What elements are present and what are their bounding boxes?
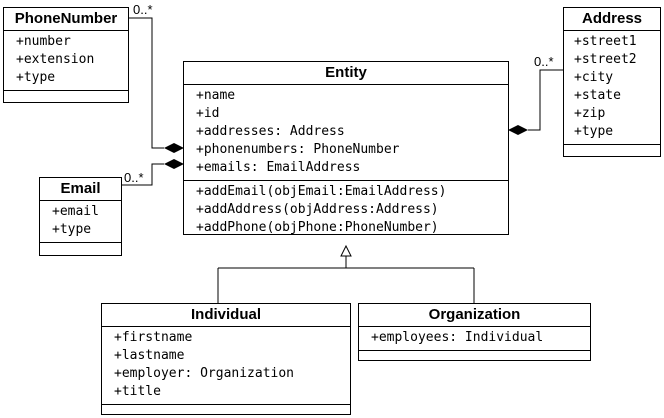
email-composition-diamond [164, 159, 184, 169]
class-address-name: Address [564, 8, 660, 31]
phonenumber-association-line [129, 17, 164, 149]
class-entity-attributes: +name +id +addresses: Address +phonenumb… [184, 85, 508, 181]
attribute: +zip [574, 106, 606, 121]
address-association-line [528, 69, 563, 131]
phonenumber-composition-diamond [164, 143, 184, 153]
attribute: +lastname [114, 348, 185, 363]
class-address: Address +street1 +street2 +city +state +… [563, 7, 661, 157]
class-organization-attributes: +employees: Individual [359, 327, 590, 351]
class-entity-operations: +addEmail(objEmail:EmailAddress) +addAdd… [184, 181, 508, 240]
class-phonenumber-operations [4, 91, 128, 96]
attribute: +street1 [574, 34, 637, 49]
class-organization: Organization +employees: Individual [358, 303, 591, 361]
attribute: +type [52, 222, 92, 237]
attribute: +type [574, 124, 614, 139]
class-phonenumber: PhoneNumber +number +extension +type [3, 7, 129, 103]
class-email: Email +email +type [39, 177, 122, 256]
operation: +addPhone(objPhone:PhoneNumber) [196, 220, 439, 235]
class-organization-operations [359, 351, 590, 356]
attribute: +city [574, 70, 614, 85]
attribute: +street2 [574, 52, 637, 67]
attribute: +type [16, 70, 56, 85]
attribute: +state [574, 88, 621, 103]
class-phonenumber-attributes: +number +extension +type [4, 31, 128, 91]
attribute: +name [196, 88, 236, 103]
attribute: +phonenumbers: PhoneNumber [196, 142, 400, 157]
attribute: +emails: EmailAddress [196, 160, 361, 175]
address-multiplicity: 0..* [534, 54, 554, 69]
attribute: +addresses: Address [196, 124, 345, 139]
class-individual: Individual +firstname +lastname +employe… [101, 303, 351, 415]
phonenumber-multiplicity: 0..* [133, 2, 153, 17]
operation: +addAddress(objAddress:Address) [196, 202, 439, 217]
class-individual-name: Individual [102, 304, 350, 327]
attribute: +firstname [114, 330, 193, 345]
attribute: +employees: Individual [371, 330, 544, 345]
address-composition-diamond [508, 125, 528, 135]
attribute: +extension [16, 52, 95, 67]
class-entity-name: Entity [184, 62, 508, 85]
class-address-operations [564, 145, 660, 150]
class-address-attributes: +street1 +street2 +city +state +zip +typ… [564, 31, 660, 145]
class-entity: Entity +name +id +addresses: Address +ph… [183, 61, 509, 235]
operation: +addEmail(objEmail:EmailAddress) [196, 184, 447, 199]
class-email-name: Email [40, 178, 121, 201]
class-individual-operations [102, 405, 350, 410]
attribute: +email [52, 204, 99, 219]
class-phonenumber-name: PhoneNumber [4, 8, 128, 31]
email-association-line [122, 163, 164, 186]
class-email-operations [40, 243, 121, 248]
class-email-attributes: +email +type [40, 201, 121, 243]
attribute: +title [114, 384, 161, 399]
class-organization-name: Organization [359, 304, 590, 327]
attribute: +employer: Organization [114, 366, 295, 381]
email-multiplicity: 0..* [124, 170, 144, 185]
class-individual-attributes: +firstname +lastname +employer: Organiza… [102, 327, 350, 405]
attribute: +id [196, 106, 220, 121]
attribute: +number [16, 34, 71, 49]
generalization-arrowhead [340, 244, 352, 257]
